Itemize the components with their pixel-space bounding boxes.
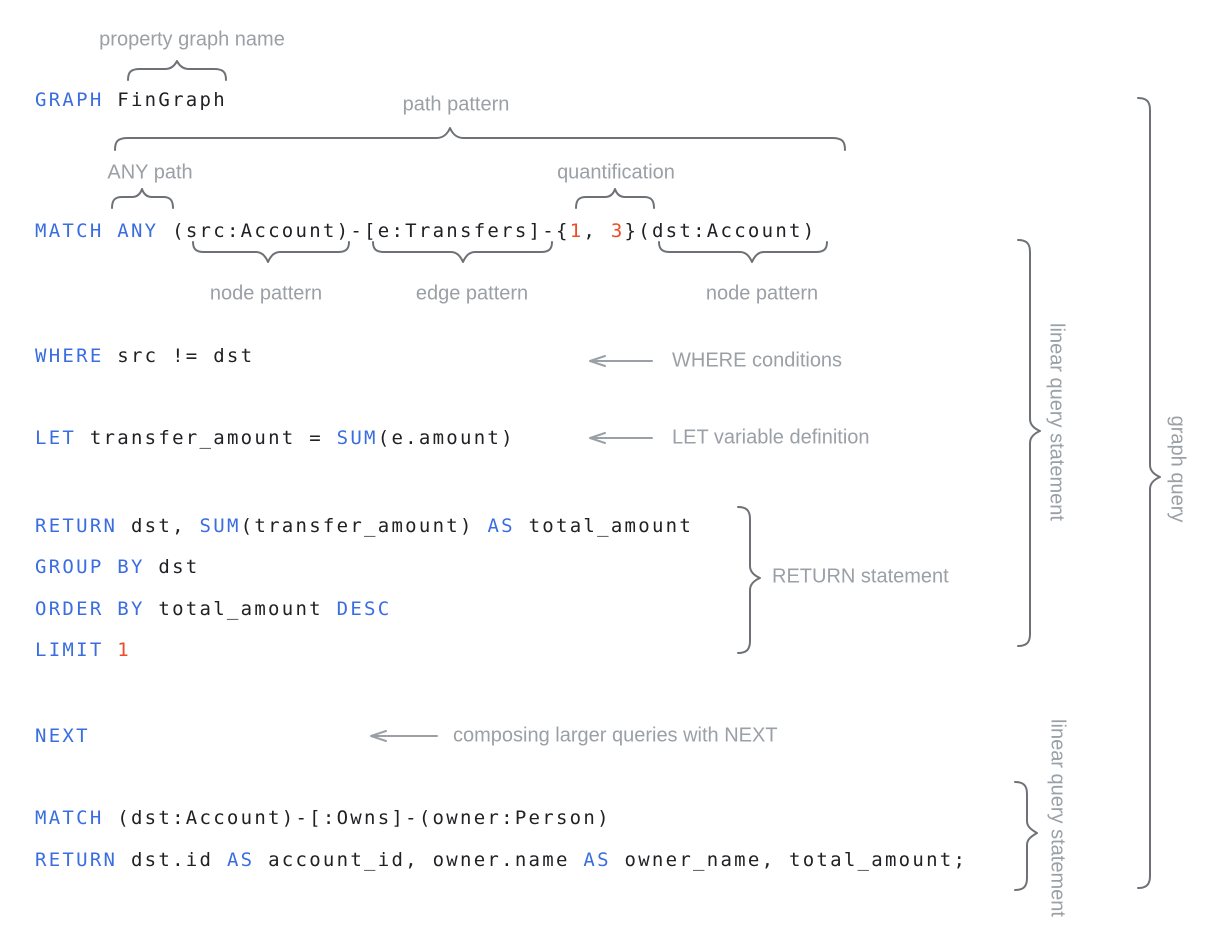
code-token: owner_name, total_amount; — [610, 849, 968, 871]
overbrace-path-pattern — [114, 127, 846, 151]
brace-linear-query-statement-1 — [1017, 239, 1041, 647]
keyword-token: LET — [35, 427, 77, 449]
keyword-token: GRAPH — [35, 89, 104, 111]
label-path-pattern: path pattern — [402, 93, 510, 116]
label-edge-pattern: edge pattern — [415, 282, 529, 305]
label-where-conditions: WHERE conditions — [672, 349, 843, 372]
underbrace-node-pattern-1 — [192, 241, 350, 263]
code-token: , — [583, 220, 611, 242]
label-any-path: ANY path — [107, 161, 193, 184]
where-left-arrow-icon — [589, 355, 653, 367]
next-left-arrow-icon — [370, 730, 438, 742]
code-token: dst.id — [117, 849, 227, 871]
code-line-next-clause: NEXT — [35, 723, 90, 749]
brace-graph-query — [1137, 97, 1161, 889]
label-property-graph-name: property graph name — [99, 28, 285, 51]
code-token — [104, 639, 118, 661]
code-token: (dst:Account)-[:Owns]-(owner:Person) — [103, 807, 611, 829]
number-token: 1 — [569, 220, 584, 242]
code-line-return-clause-2: RETURN dst.id AS account_id, owner.name … — [35, 847, 967, 873]
brace-return-statement — [737, 506, 761, 654]
keyword-token: ANY — [117, 220, 159, 242]
code-token: (transfer_amount) — [240, 515, 488, 537]
keyword-token: SUM — [199, 515, 241, 537]
label-return-statement: RETURN statement — [772, 565, 949, 588]
label-let-variable-definition: LET variable definition — [672, 426, 870, 449]
keyword-token: ORDER BY — [35, 598, 145, 620]
code-token: total_amount — [514, 515, 694, 537]
code-line-match-clause-2: MATCH (dst:Account)-[:Owns]-(owner:Perso… — [35, 805, 611, 831]
keyword-token: RETURN — [35, 515, 118, 537]
overbrace-quantification — [575, 188, 655, 209]
number-token: 1 — [117, 639, 131, 661]
keyword-token: NEXT — [35, 725, 90, 747]
label-graph-query: graph query — [1166, 415, 1189, 523]
code-line-match-clause: MATCH ANY (src:Account)-[e:Transfers]-{1… — [35, 218, 816, 244]
label-composing-next: composing larger queries with NEXT — [453, 724, 778, 747]
keyword-token: MATCH — [35, 220, 104, 242]
label-node-pattern-2: node pattern — [705, 282, 819, 305]
label-node-pattern-1: node pattern — [209, 282, 323, 305]
code-token — [104, 220, 118, 242]
code-token: FinGraph — [103, 89, 227, 111]
code-token: src != dst — [103, 345, 255, 367]
keyword-token: WHERE — [35, 345, 104, 367]
keyword-token: LIMIT — [35, 639, 104, 661]
code-line-where-clause: WHERE src != dst — [35, 343, 254, 369]
code-token: (e.amount) — [377, 427, 515, 449]
code-token: dst — [144, 556, 200, 578]
code-token: (src:Account)-[e:Transfers]-{ — [158, 220, 570, 242]
code-line-return-clause: RETURN dst, SUM(transfer_amount) AS tota… — [35, 513, 693, 539]
code-token: dst, — [117, 515, 200, 537]
number-token: 3 — [610, 220, 625, 242]
code-line-let-clause: LET transfer_amount = SUM(e.amount) — [35, 425, 515, 451]
underbrace-node-pattern-2 — [658, 241, 828, 263]
brace-linear-query-statement-2 — [1014, 781, 1038, 891]
code-line-order-by-clause: ORDER BY total_amount DESC — [35, 596, 391, 622]
code-token: account_id, owner.name — [254, 849, 584, 871]
code-token: total_amount — [144, 598, 337, 620]
code-token: transfer_amount = — [76, 427, 337, 449]
code-line-group-by-clause: GROUP BY dst — [35, 554, 200, 580]
overbrace-any-path — [111, 188, 174, 209]
keyword-token: DESC — [336, 598, 392, 620]
label-linear-query-statement-2: linear query statement — [1046, 719, 1069, 917]
overbrace-property-graph-name — [127, 60, 227, 81]
keyword-token: SUM — [336, 427, 378, 449]
keyword-token: MATCH — [35, 807, 104, 829]
label-linear-query-statement-1: linear query statement — [1045, 323, 1068, 521]
code-line-limit-clause: LIMIT 1 — [35, 637, 131, 663]
underbrace-edge-pattern — [372, 241, 553, 263]
keyword-token: GROUP BY — [35, 556, 145, 578]
keyword-token: AS — [487, 515, 515, 537]
keyword-token: AS — [583, 849, 611, 871]
keyword-token: RETURN — [35, 849, 118, 871]
label-quantification: quantification — [557, 161, 675, 184]
code-token: }(dst:Account) — [624, 220, 817, 242]
code-line-graph-clause: GRAPH FinGraph — [35, 87, 227, 113]
keyword-token: AS — [226, 849, 255, 871]
let-left-arrow-icon — [589, 432, 653, 444]
